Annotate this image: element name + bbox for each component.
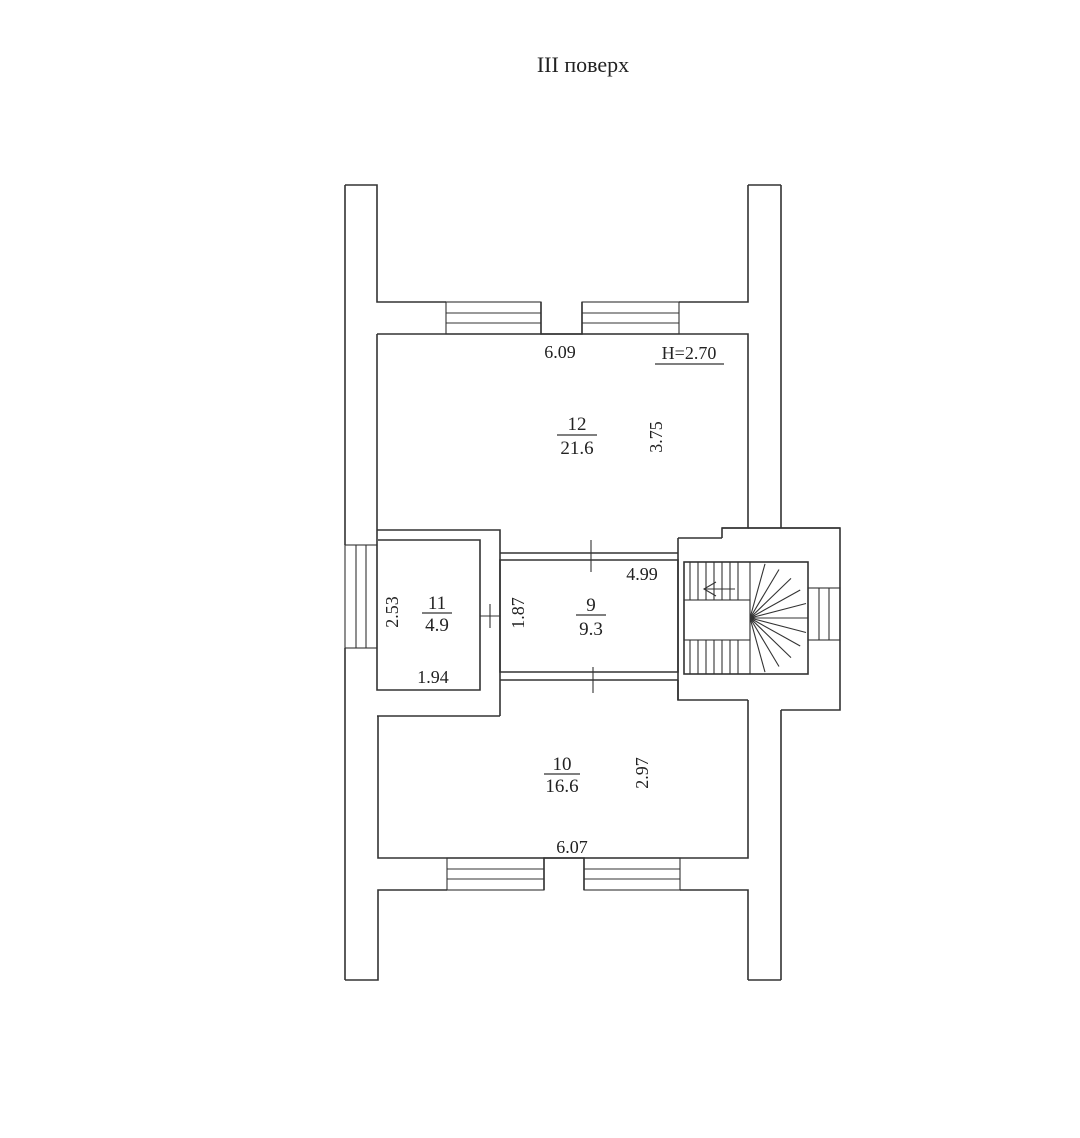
dim-room11-width: 1.94 xyxy=(417,667,449,687)
window-left xyxy=(344,544,378,649)
stair-winder xyxy=(749,617,766,673)
dim-room10-width: 6.07 xyxy=(556,837,588,857)
stair-winder xyxy=(749,617,792,658)
dim-room10-depth: 2.97 xyxy=(632,757,652,789)
room-number: 11 xyxy=(428,593,446,614)
dim-room11-depth: 2.53 xyxy=(382,596,402,628)
room-label-9: 9 9.3 xyxy=(576,595,606,640)
room-number: 12 xyxy=(568,414,587,435)
room-label-11: 11 4.9 xyxy=(422,593,452,636)
room-9-walls xyxy=(499,537,722,681)
height-label: H=2.70 xyxy=(662,343,717,363)
window-bottom-left xyxy=(446,857,545,891)
dim-room9-depth: 1.87 xyxy=(508,597,528,629)
window-bottom-right xyxy=(583,857,681,891)
stair-winder xyxy=(749,617,780,667)
spiral-stair xyxy=(683,562,808,674)
dim-room9-width: 4.99 xyxy=(626,564,658,584)
dim-room12-depth: 3.75 xyxy=(646,421,666,453)
door-marks xyxy=(480,540,617,693)
dim-room12-width: 6.09 xyxy=(544,342,576,362)
window-right-stair xyxy=(807,587,841,641)
window-top-right xyxy=(581,301,680,335)
stair-direction-arrow xyxy=(702,581,735,597)
room-area: 9.3 xyxy=(579,619,603,640)
stair-winder xyxy=(749,563,766,619)
room-area: 4.9 xyxy=(425,615,449,636)
room-label-12: 12 21.6 xyxy=(557,414,597,459)
room-number: 10 xyxy=(553,754,572,775)
stair-winder xyxy=(749,589,801,619)
room-area: 16.6 xyxy=(545,776,578,797)
room-number: 9 xyxy=(586,595,596,616)
stair-winder xyxy=(749,578,792,619)
floor-title: III поверх xyxy=(537,52,629,77)
stair-winder xyxy=(749,569,780,619)
stair-winder xyxy=(749,602,807,619)
room-label-10: 10 16.6 xyxy=(544,754,580,797)
stair-landing xyxy=(683,599,751,641)
stair-winder xyxy=(749,617,801,647)
room-area: 21.6 xyxy=(560,438,593,459)
window-top-left xyxy=(445,301,542,335)
stair-block xyxy=(677,527,841,711)
stair-winder xyxy=(749,617,807,634)
